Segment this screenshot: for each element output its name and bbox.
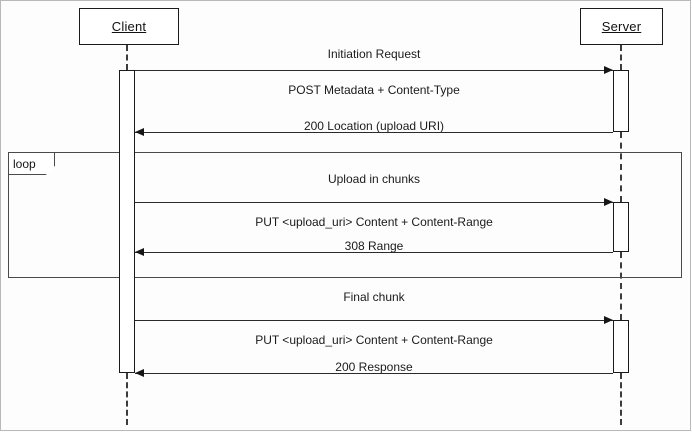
lifeline-dash-client-top — [126, 45, 128, 70]
arrowhead-200-response — [135, 369, 144, 377]
lifeline-label-client: Client — [111, 19, 147, 34]
lifeline-dash-server-mid-1 — [620, 132, 622, 202]
arrowhead-308-range — [135, 248, 144, 256]
note-initiation-request: Initiation Request — [327, 47, 421, 61]
message-line-200-response[interactable] — [135, 373, 613, 374]
message-line-put-final-chunk[interactable] — [135, 320, 613, 321]
message-line-308-range[interactable] — [135, 252, 613, 253]
message-label-200-location: 200 Location (upload URI) — [303, 119, 445, 133]
message-label-put-chunk: PUT <upload_uri> Content + Content-Range — [255, 215, 493, 229]
activation-client[interactable] — [119, 70, 135, 373]
arrowhead-put-chunk — [604, 198, 613, 206]
lifeline-head-server[interactable]: Server — [580, 8, 663, 45]
message-label-200-response: 200 Response — [335, 360, 413, 374]
lifeline-dash-server-top — [620, 45, 622, 70]
loop-fragment-tab: loop — [9, 153, 55, 175]
arrowhead-200-location — [135, 128, 144, 136]
lifeline-head-client[interactable]: Client — [79, 8, 179, 45]
lifeline-dash-client-bottom — [126, 373, 128, 425]
message-line-post-metadata[interactable] — [135, 70, 613, 71]
lifeline-label-server: Server — [601, 19, 642, 34]
activation-server-2[interactable] — [613, 202, 629, 252]
note-final-chunk: Final chunk — [343, 290, 405, 304]
arrowhead-post-metadata — [604, 66, 613, 74]
activation-server-1[interactable] — [613, 70, 629, 132]
message-label-post-metadata: POST Metadata + Content-Type — [288, 83, 460, 97]
activation-server-3[interactable] — [613, 320, 629, 373]
message-line-put-chunk[interactable] — [135, 202, 613, 203]
loop-fragment-label: loop — [13, 156, 36, 171]
lifeline-dash-server-bottom — [620, 373, 622, 425]
message-label-put-final-chunk: PUT <upload_uri> Content + Content-Range — [255, 333, 493, 347]
message-line-200-location[interactable] — [135, 132, 613, 133]
lifeline-dash-server-mid-2 — [620, 252, 622, 320]
arrowhead-put-final-chunk — [604, 316, 613, 324]
message-label-308-range: 308 Range — [344, 239, 404, 253]
loop-fragment[interactable] — [8, 152, 682, 278]
note-upload-in-chunks: Upload in chunks — [327, 172, 421, 186]
